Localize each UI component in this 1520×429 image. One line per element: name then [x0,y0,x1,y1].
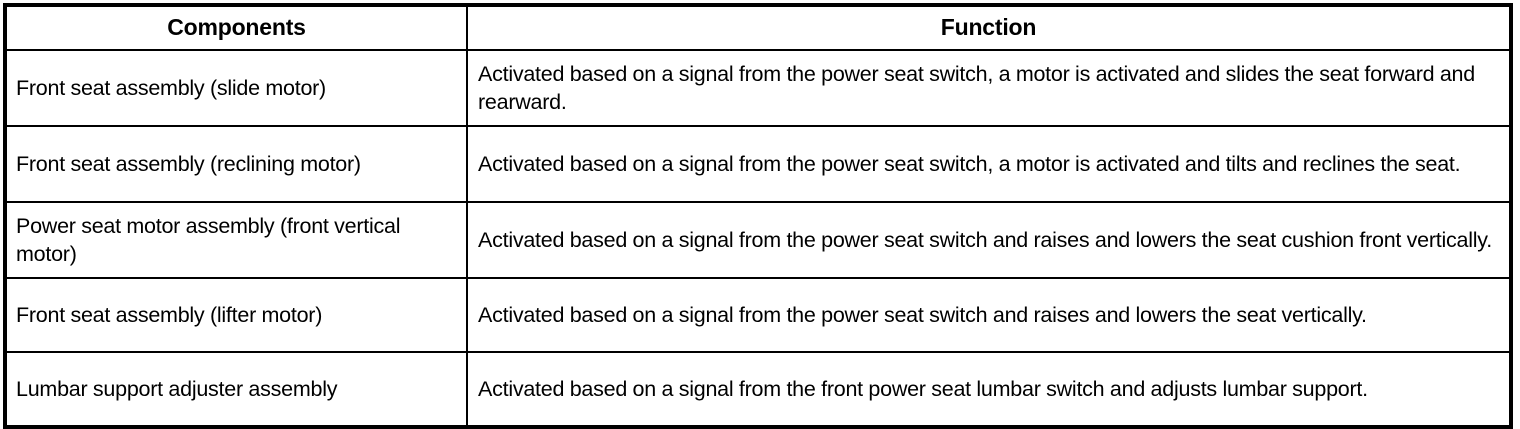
cell-component: Power seat motor assembly (front vertica… [4,201,468,279]
table-body: Front seat assembly (slide motor) Activa… [4,49,1512,428]
cell-component: Lumbar support adjuster assembly [4,351,468,428]
column-header-components: Components [4,4,468,51]
cell-component: Front seat assembly (lifter motor) [4,277,468,353]
component-text: Front seat assembly (lifter motor) [16,302,323,327]
cell-function: Activated based on a signal from the pow… [466,277,1512,353]
cell-component: Front seat assembly (slide motor) [4,49,468,127]
function-text: Activated based on a signal from the pow… [478,151,1461,176]
table-header: Components Function [4,4,1512,51]
cell-function: Activated based on a signal from the pow… [466,125,1512,203]
table-row: Lumbar support adjuster assembly Activat… [4,351,1512,428]
components-function-table: Components Function Front seat assembly … [3,3,1513,429]
cell-function: Activated based on a signal from the pow… [466,201,1512,279]
cell-function: Activated based on a signal from the fro… [466,351,1512,428]
function-text: Activated based on a signal from the pow… [478,61,1475,114]
column-header-function: Function [466,4,1512,51]
spec-table-container: Components Function Front seat assembly … [3,3,1513,429]
component-text: Front seat assembly (reclining motor) [16,151,361,176]
table-row: Front seat assembly (reclining motor) Ac… [4,125,1512,203]
table-row: Front seat assembly (lifter motor) Activ… [4,277,1512,353]
table-header-row: Components Function [4,4,1512,51]
table-row: Front seat assembly (slide motor) Activa… [4,49,1512,127]
table-row: Power seat motor assembly (front vertica… [4,201,1512,279]
cell-component: Front seat assembly (reclining motor) [4,125,468,203]
function-text: Activated based on a signal from the pow… [478,302,1367,327]
function-text: Activated based on a signal from the fro… [478,376,1368,401]
function-text: Activated based on a signal from the pow… [478,227,1492,252]
component-text: Power seat motor assembly (front vertica… [16,213,401,266]
cell-function: Activated based on a signal from the pow… [466,49,1512,127]
component-text: Lumbar support adjuster assembly [16,376,338,401]
component-text: Front seat assembly (slide motor) [16,75,326,100]
